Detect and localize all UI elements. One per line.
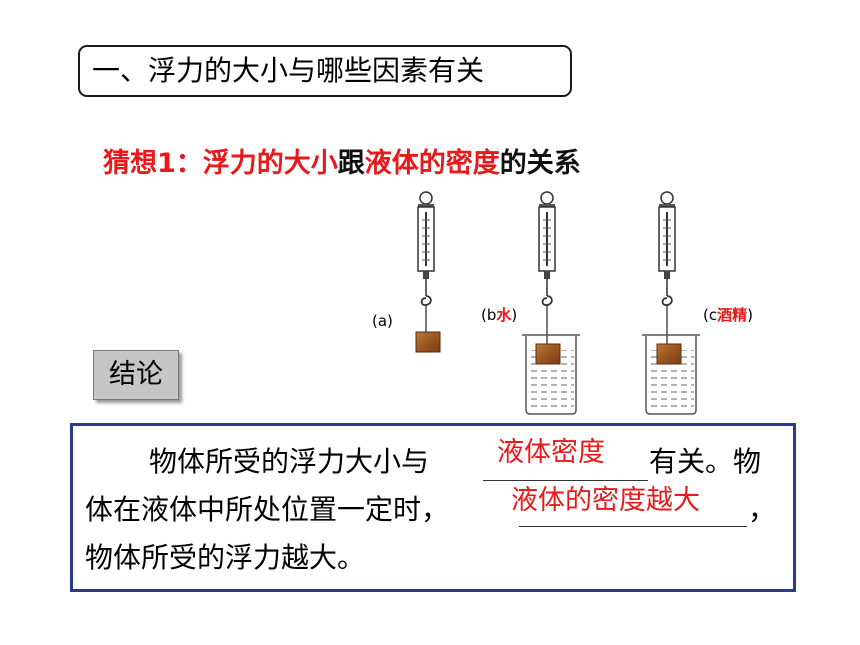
section-title: 一、浮力的大小与哪些因素有关 — [78, 45, 572, 97]
beaker-water — [525, 336, 577, 415]
hypothesis-prefix: 猜想1： — [103, 148, 203, 179]
answer-2: 液体的密度越大 — [511, 485, 700, 516]
experiment-figure: (a) (b水) (c酒精) — [350, 186, 790, 418]
conclusion-line1-after: 有关。物 — [649, 445, 762, 478]
blank-1 — [483, 480, 648, 481]
hypothesis-heading: 猜想1：浮力的大小跟液体的密度的关系 — [103, 145, 581, 183]
spring-scale-a — [417, 191, 435, 307]
label-a: (a) — [372, 312, 393, 330]
conclusion-line1-before: 物体所受的浮力大小与 — [149, 445, 430, 478]
answer-1: 液体密度 — [497, 437, 605, 468]
beaker-alcohol — [645, 336, 697, 415]
label-c-liquid: 酒精 — [717, 306, 748, 324]
hypothesis-part2: 跟 — [337, 148, 365, 179]
conclusion-line2-after: ， — [748, 493, 777, 526]
wooden-block-c — [656, 343, 682, 365]
wooden-block-b — [535, 343, 561, 365]
conclusion-box: 物体所受的浮力大小与 液体密度 有关。物 体在液体中所处位置一定时， 液体的密度… — [70, 423, 796, 592]
hypothesis-part4: 的关系 — [499, 148, 581, 179]
conclusion-line3: 物体所受的浮力越大。 — [85, 541, 366, 574]
label-b-liquid: 水 — [496, 306, 512, 324]
label-b: (b水) — [481, 306, 518, 324]
spring-scale-b — [538, 191, 556, 307]
hypothesis-part3: 液体的密度 — [364, 148, 500, 179]
wooden-block-a — [415, 331, 441, 353]
spring-scale-c — [658, 191, 676, 307]
conclusion-button[interactable]: 结论 — [93, 350, 179, 400]
label-c: (c酒精) — [703, 306, 753, 324]
hypothesis-part1: 浮力的大小 — [202, 148, 338, 179]
blank-2 — [519, 526, 747, 527]
spring-scale-diagram — [415, 191, 700, 415]
conclusion-line2-before: 体在液体中所处位置一定时， — [85, 493, 450, 526]
